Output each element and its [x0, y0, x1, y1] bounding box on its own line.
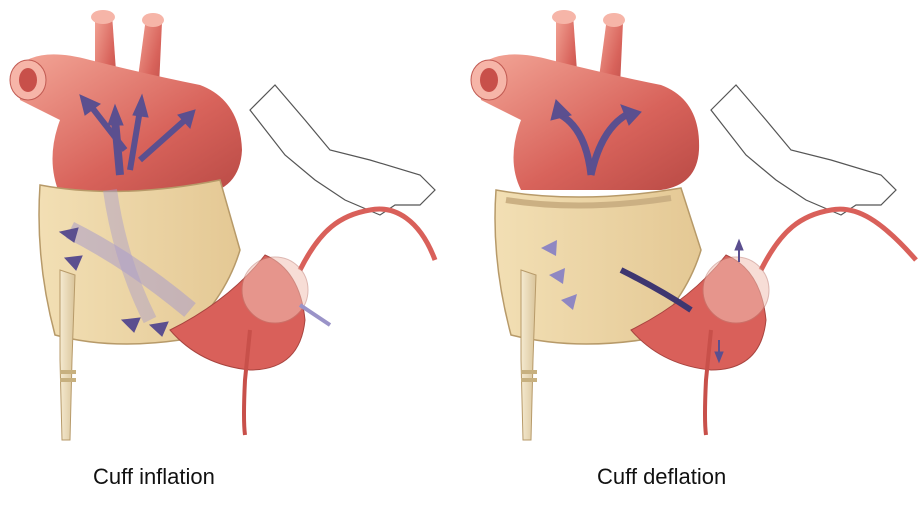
- panel-cuff-deflation: Cuff deflation: [461, 0, 922, 517]
- catheter-tube: [521, 270, 536, 440]
- pulmonary-vessel: [300, 209, 435, 270]
- aortic-arch: [15, 54, 242, 195]
- heart-illustration-inflation: [0, 0, 461, 450]
- catheter-tube: [60, 270, 75, 440]
- panel-cuff-inflation: Cuff inflation: [0, 0, 461, 517]
- lung-outline: [250, 85, 435, 215]
- caption-cuff-inflation: Cuff inflation: [0, 464, 461, 490]
- lung-outline: [711, 85, 896, 215]
- heart-illustration-deflation: [461, 0, 922, 450]
- caption-cuff-deflation: Cuff deflation: [461, 464, 922, 490]
- pulmonary-vessel: [761, 209, 916, 270]
